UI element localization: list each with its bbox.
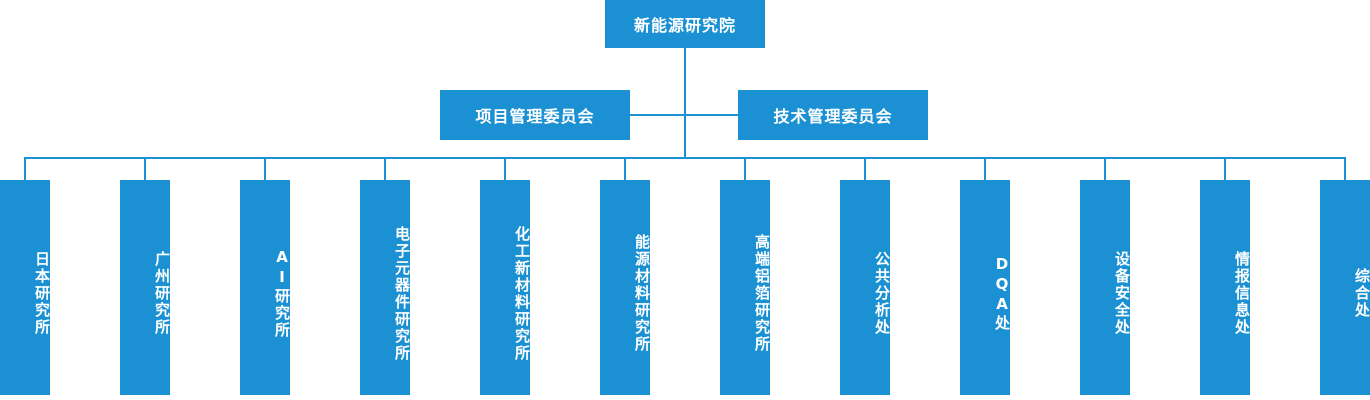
connector-department-drop [624, 157, 626, 180]
node-department[interactable]: 日本研究所 [0, 180, 51, 395]
connector-department-drop [144, 157, 146, 180]
node-department[interactable]: DQA处 [960, 180, 1011, 395]
node-department[interactable]: 综合处 [1320, 180, 1370, 395]
node-committee-project-management[interactable]: 项目管理委员会 [440, 90, 630, 140]
node-department[interactable]: 电子元器件研究所 [360, 180, 411, 395]
connector-department-drop [1104, 157, 1106, 180]
connector-department-drop [384, 157, 386, 180]
node-department[interactable]: 设备安全处 [1080, 180, 1131, 395]
connector-committee-left [630, 114, 686, 116]
node-committee-technical-management[interactable]: 技术管理委员会 [738, 90, 928, 140]
connector-department-drop [1224, 157, 1226, 180]
connector-department-drop [24, 157, 26, 180]
connector-department-drop [1344, 157, 1346, 180]
connector-committee-right [684, 114, 740, 116]
node-department[interactable]: 公共分析处 [840, 180, 891, 395]
connector-department-drop [264, 157, 266, 180]
node-department[interactable]: 情报信息处 [1200, 180, 1251, 395]
connector-department-bus [24, 157, 1346, 159]
connector-department-drop [504, 157, 506, 180]
node-department[interactable]: 化工新材料研究所 [480, 180, 531, 395]
connector-root-spine [684, 48, 686, 159]
node-root[interactable]: 新能源研究院 [605, 0, 765, 48]
node-department[interactable]: AI研究所 [240, 180, 291, 395]
node-department[interactable]: 能源材料研究所 [600, 180, 651, 395]
connector-department-drop [744, 157, 746, 180]
connector-department-drop [864, 157, 866, 180]
node-department[interactable]: 高端铝箔研究所 [720, 180, 771, 395]
connector-department-drop [984, 157, 986, 180]
node-department[interactable]: 广州研究所 [120, 180, 171, 395]
